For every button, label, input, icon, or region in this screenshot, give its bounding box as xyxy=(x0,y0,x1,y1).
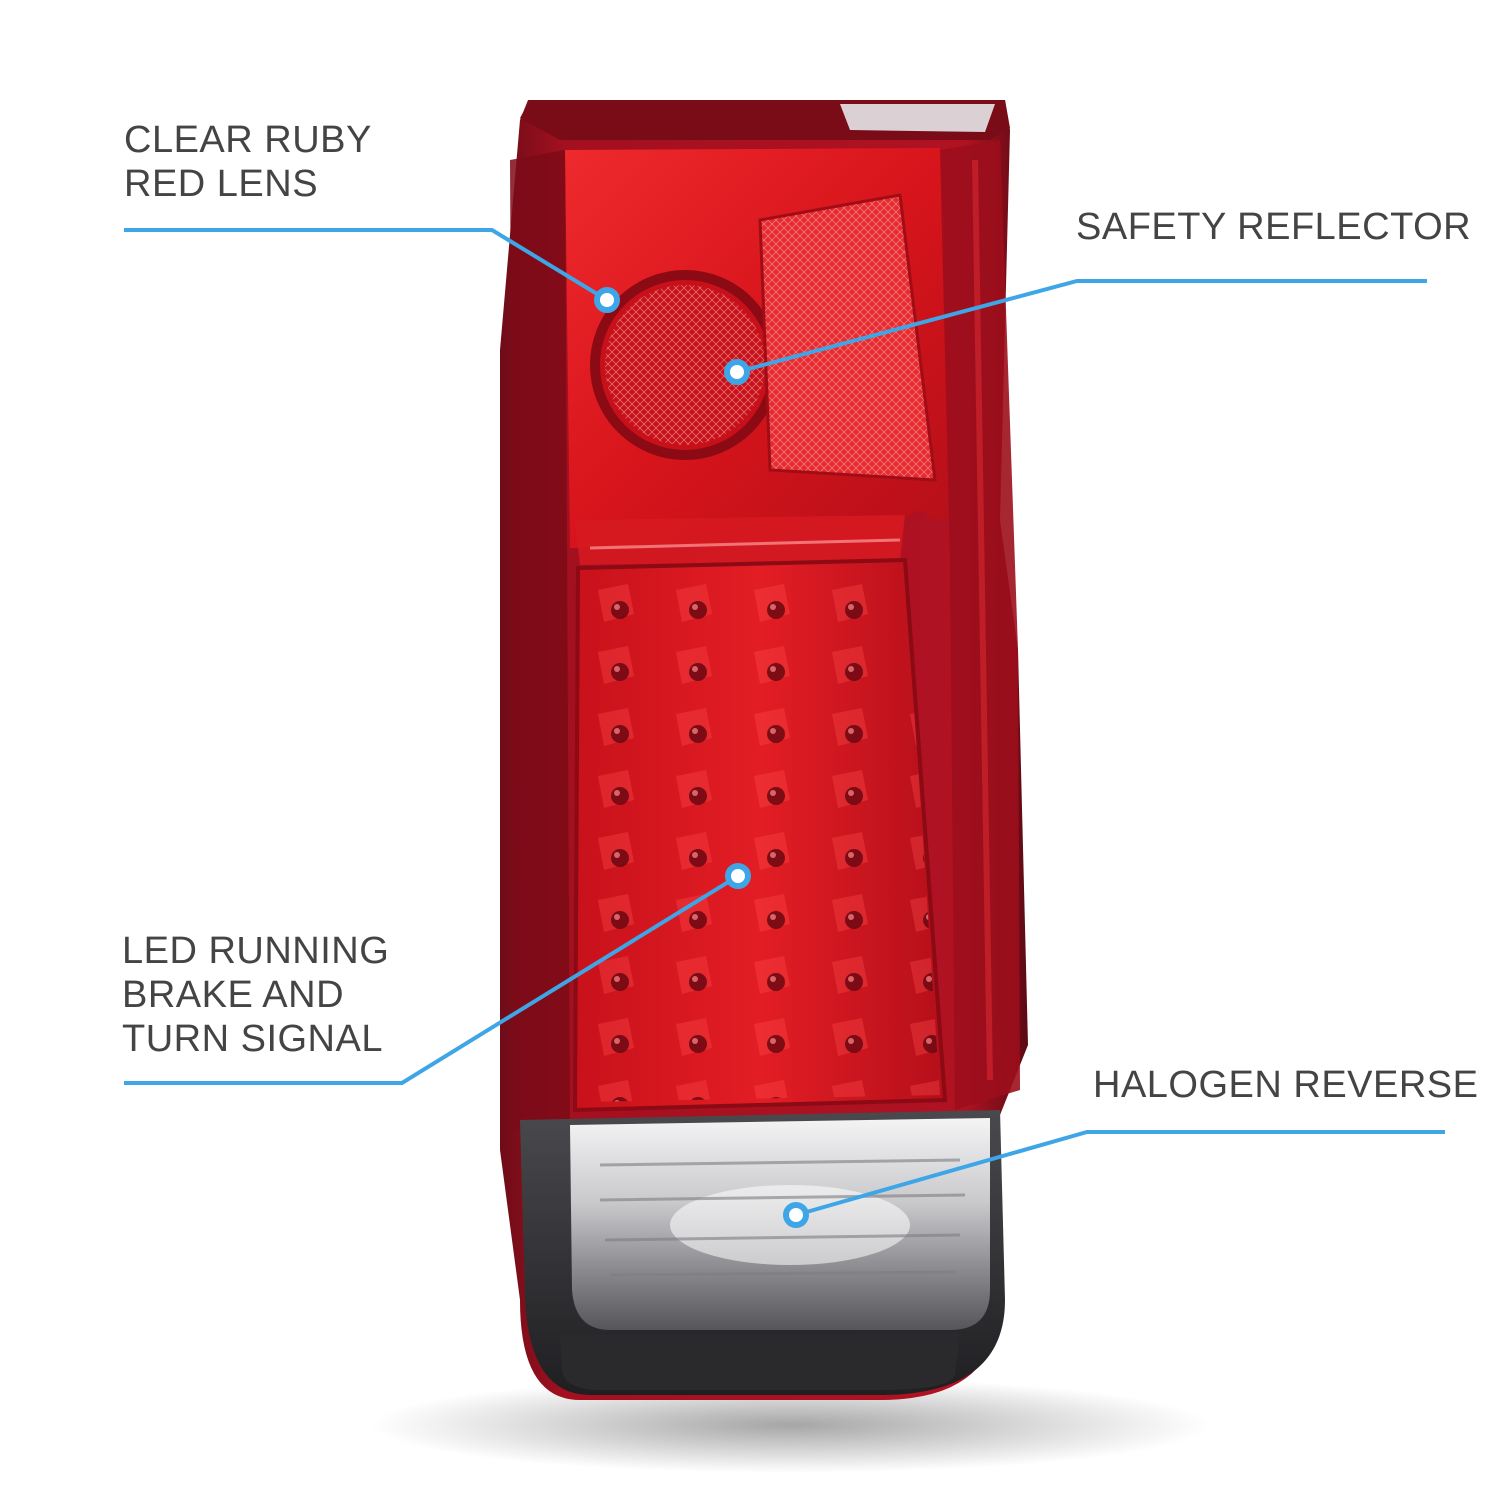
callout-label-clear-ruby-red-lens: CLEAR RUBY RED LENS xyxy=(124,118,372,206)
led-section-border xyxy=(572,557,948,1113)
callout-label-led-running: LED RUNNING BRAKE AND TURN SIGNAL xyxy=(122,929,389,1061)
callout-dots xyxy=(594,287,809,1228)
callout-dot-reflector xyxy=(724,359,750,385)
right-trim-highlight xyxy=(972,159,993,1081)
lens-shelf-highlight xyxy=(589,538,901,550)
top-chrome-insert xyxy=(840,104,995,132)
callout-dot-halogen xyxy=(783,1202,809,1228)
callout-line-led xyxy=(124,874,740,1085)
callout-dot-lens xyxy=(594,287,620,313)
lens-shelf xyxy=(575,515,905,565)
bottom-gasket xyxy=(560,1333,960,1390)
label-line: HALOGEN REVERSE xyxy=(1093,1064,1479,1106)
round-reflector-texture xyxy=(605,285,765,445)
label-line: TURN SIGNAL xyxy=(122,1018,383,1060)
left-trim xyxy=(510,150,570,1130)
callout-dot-led xyxy=(725,863,751,889)
floor-shadow xyxy=(370,1377,1210,1473)
callout-lines xyxy=(124,228,1445,1217)
callout-label-safety-reflector: SAFETY REFLECTOR xyxy=(1076,205,1471,249)
label-line: RED LENS xyxy=(124,163,319,205)
label-line: LED RUNNING xyxy=(122,930,390,972)
reverse-lens-ribs xyxy=(599,1158,966,1277)
label-line: BRAKE AND xyxy=(122,974,345,1016)
safety-reflector-edge xyxy=(758,193,937,482)
label-line: CLEAR RUBY xyxy=(124,119,372,161)
led-grid xyxy=(582,572,940,1102)
callout-label-halogen-reverse: HALOGEN REVERSE xyxy=(1093,1063,1479,1107)
callout-line-lens xyxy=(124,228,609,302)
label-line: SAFETY REFLECTOR xyxy=(1076,206,1472,248)
callout-line-halogen xyxy=(795,1130,1445,1217)
callout-line-reflector xyxy=(736,279,1427,374)
safety-reflector-texture xyxy=(760,195,935,480)
